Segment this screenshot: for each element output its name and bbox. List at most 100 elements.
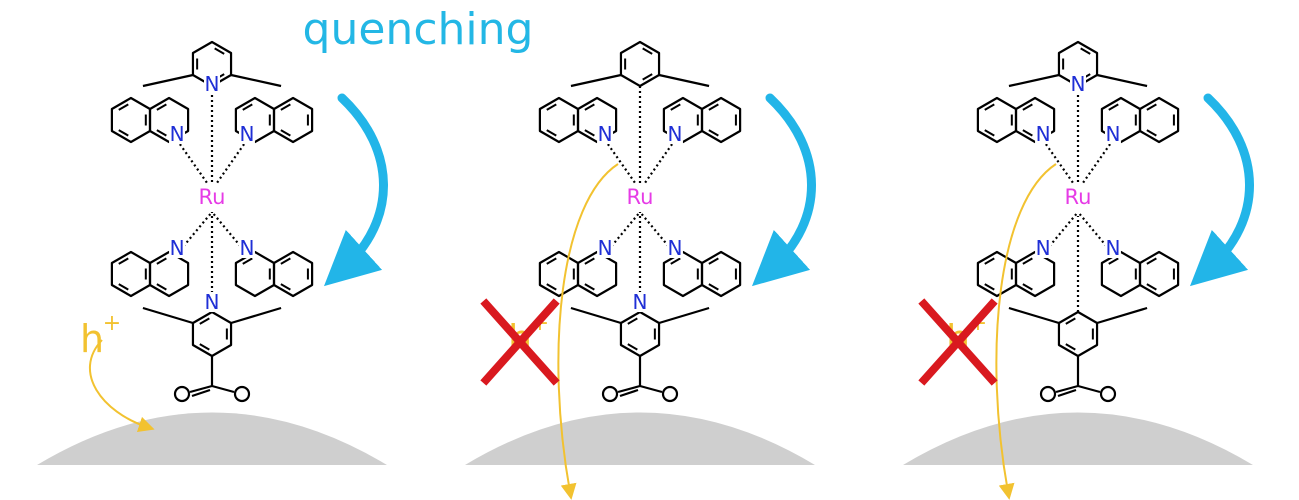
bottom-left-quinoline-1-benzo-ring-double-bond <box>118 257 129 265</box>
hole-transfer-arrow-1 <box>89 339 155 433</box>
bottom-left-quinoline-3-pyridine-ring-outline <box>1014 250 1056 298</box>
surface-3 <box>903 412 1253 465</box>
bottom-right-quinoline-1-benzo-ring-double-bond <box>280 283 291 291</box>
bottom-right-quinoline-2-benzo-ring-double-bond <box>708 257 719 265</box>
bottom-right-quinoline-2-pyridine-ring-double-bond <box>670 257 681 265</box>
n-bottom-mask-2 <box>632 292 648 312</box>
carboxyl-co-left-double-2 <box>619 388 639 398</box>
carboxyl-co-right-2 <box>639 384 663 394</box>
bottom-central-ring-3-double-bond <box>1065 343 1076 351</box>
bottom-left-quinoline-3-benzo-ring-double-bond <box>984 283 995 291</box>
bottom-left-quinoline-2-benzo-ring-outline <box>538 250 580 298</box>
bottom-right-quinoline-3-benzo-ring-double-bond <box>1146 257 1157 265</box>
top-left-quinoline-1-benzo-ring-outline <box>110 96 152 144</box>
top-left-link-3 <box>1008 73 1060 88</box>
carboxyl-co-right-3 <box>1077 384 1101 394</box>
coordination-bond-3-5 <box>1077 211 1114 255</box>
n-top-left-3: N <box>1036 122 1051 146</box>
bottom-left-quinoline-1-benzo-ring-double-bond <box>118 283 129 291</box>
n-top-1: N <box>205 72 220 96</box>
bottom-right-quinoline-2-benzo-ring-double-bond <box>708 283 719 291</box>
bottom-central-ring-1-double-bond <box>199 317 210 325</box>
bottom-left-quinoline-2-benzo-ring-double-bond <box>546 257 557 265</box>
bottom-right-quinoline-1-benzo-ring-double-bond <box>280 257 291 265</box>
top-left-quinoline-2-benzo-ring <box>538 96 580 144</box>
n-top-right-mask-2 <box>666 124 683 144</box>
bottom-left-quinoline-3-pyridine-ring-double-bond <box>1022 283 1033 291</box>
carboxyl-co-left-double-3 <box>1057 388 1077 398</box>
n-bottom-right-3: N <box>1105 236 1120 260</box>
top-central-ring-1-double-bond <box>214 47 225 55</box>
n-bottom-left-mask-2 <box>597 238 614 258</box>
bottom-left-quinoline-3-benzo-ring-double-bond <box>984 257 995 265</box>
ru-mask-1 <box>192 184 232 208</box>
top-right-quinoline-3-benzo-ring-outline <box>1138 96 1180 144</box>
top-right-quinoline-3-benzo-ring <box>1138 96 1180 144</box>
carboxyl-oxygen-left-3 <box>1039 385 1057 403</box>
carboxyl-oxygen-right-2 <box>661 385 679 403</box>
n-top-left-2: N <box>598 122 613 146</box>
bottom-central-ring-2-outline <box>619 310 661 358</box>
n-top-right-1: N <box>239 122 254 146</box>
n-bottom-right-2: N <box>667 236 682 260</box>
bottom-left-link-3 <box>1008 306 1060 325</box>
n-bottom-left-mask-1 <box>169 238 186 258</box>
ru-label-1: Ru <box>199 185 226 209</box>
top-left-quinoline-2-pyridine-ring-double-bond <box>584 129 595 137</box>
coordination-bond-2-2 <box>639 139 676 191</box>
carboxyl-oxygen-left-1 <box>173 385 191 403</box>
carboxyl-co-right-1 <box>211 384 235 394</box>
top-right-quinoline-1-benzo-ring <box>272 96 314 144</box>
bottom-left-quinoline-1-pyridine-ring <box>148 250 190 298</box>
bottom-central-ring-3-outline <box>1057 310 1099 358</box>
bottom-right-quinoline-1-pyridine-ring-double-bond <box>242 257 253 265</box>
top-right-quinoline-1-benzo-ring-double-bond <box>280 129 291 137</box>
top-right-quinoline-1-benzo-ring-double-bond <box>280 103 291 111</box>
top-left-quinoline-1-benzo-ring-double-bond <box>118 129 129 137</box>
bottom-right-quinoline-1-benzo-ring-outline <box>272 250 314 298</box>
n-top-mask-1 <box>204 74 220 94</box>
coordination-bond-1-2 <box>211 139 248 191</box>
coordination-bond-1-1 <box>176 139 213 191</box>
bottom-left-quinoline-2-benzo-ring <box>538 250 580 298</box>
n-bottom-left-3: N <box>1036 236 1051 260</box>
carboxyl-co-left-double-1 <box>191 388 211 398</box>
top-right-quinoline-2-benzo-ring <box>700 96 742 144</box>
blocked-cross-b-2 <box>480 298 560 386</box>
quenching-arrow-3 <box>1190 93 1254 287</box>
top-right-quinoline-1-pyridine-ring-outline <box>234 96 276 144</box>
n-bottom-left-2: N <box>598 236 613 260</box>
bottom-right-quinoline-3-pyridine-ring-outline <box>1100 250 1142 298</box>
top-right-quinoline-1-pyridine-ring <box>234 96 276 144</box>
ru-label-2: Ru <box>627 185 654 209</box>
coordination-bond-3-1 <box>1042 139 1079 191</box>
bottom-right-quinoline-1-pyridine-ring <box>234 250 276 298</box>
n-top-3: N <box>1071 72 1086 96</box>
top-left-quinoline-3-benzo-ring-double-bond <box>984 129 995 137</box>
blocked-cross-b-3 <box>918 298 998 386</box>
top-right-quinoline-2-benzo-ring-outline <box>700 96 742 144</box>
coordination-bond-1-4 <box>176 211 213 255</box>
bottom-left-quinoline-2-pyridine-ring-double-bond <box>584 283 595 291</box>
top-left-quinoline-3-pyridine-ring-double-bond <box>1022 103 1033 111</box>
surface-2 <box>465 412 815 465</box>
n-bottom-right-1: N <box>239 236 254 260</box>
top-left-quinoline-2-pyridine-ring-double-bond <box>584 103 595 111</box>
bottom-right-quinoline-2-pyridine-ring <box>662 250 704 298</box>
bottom-left-quinoline-1-benzo-ring <box>110 250 152 298</box>
bottom-right-link-2 <box>658 306 710 325</box>
bottom-left-quinoline-2-pyridine-ring <box>576 250 618 298</box>
quenching-arrow-2 <box>752 93 816 287</box>
coordination-bond-2-5 <box>639 211 676 255</box>
bottom-right-link-1 <box>230 306 282 325</box>
top-central-ring-2-outline <box>619 40 661 88</box>
bottom-right-link-3 <box>1096 306 1148 325</box>
quenching-arrow-1 <box>324 93 388 287</box>
top-left-link-1 <box>142 73 194 88</box>
n-top-left-mask-2 <box>597 124 614 144</box>
bottom-right-quinoline-1-benzo-ring <box>272 250 314 298</box>
surface-1 <box>37 412 387 465</box>
carboxyl-oxygen-right-3 <box>1099 385 1117 403</box>
ru-mask-3 <box>1058 184 1098 208</box>
